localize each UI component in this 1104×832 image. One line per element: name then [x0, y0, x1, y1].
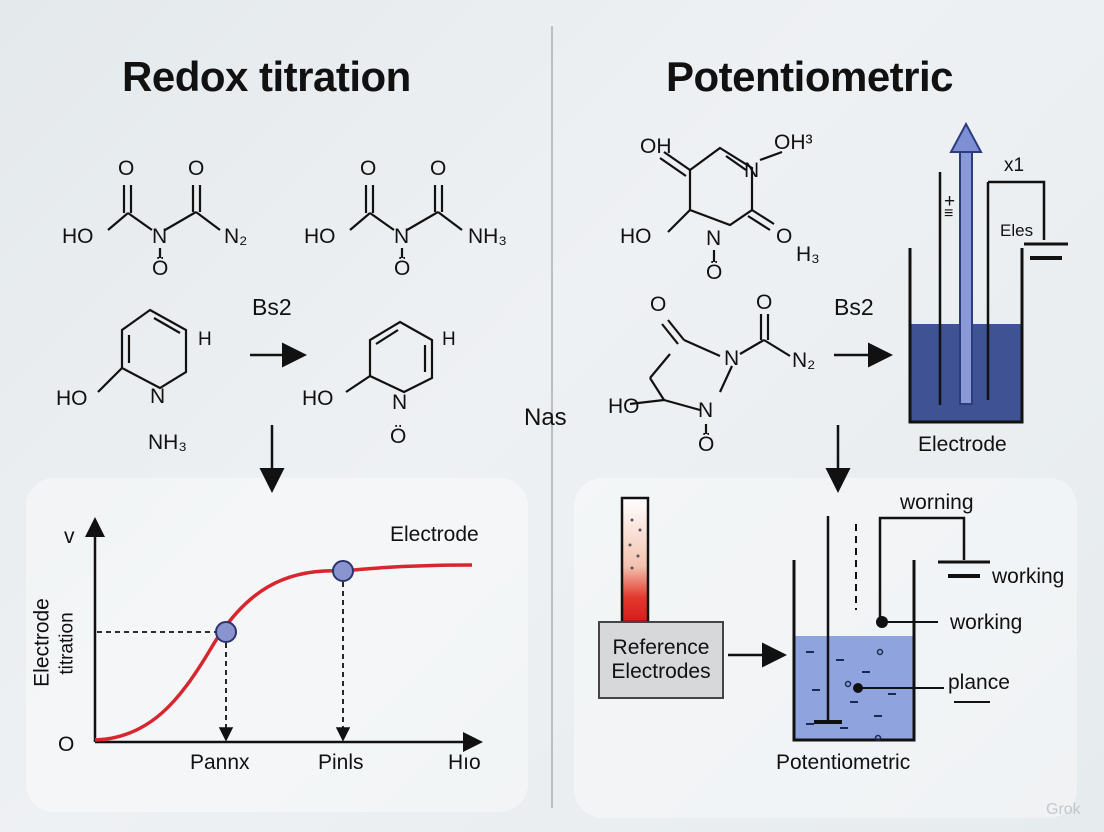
center-label: Nas	[524, 404, 567, 431]
mol1-n: N	[152, 225, 168, 248]
setup-potentiometric-label: Potentiometric	[776, 751, 911, 774]
title-redox-titration: Redox titration	[122, 53, 411, 100]
molmid-o-top-2: O	[756, 291, 773, 314]
moltop-o-bottom: Ö	[706, 261, 723, 284]
ring1-n: N	[150, 385, 166, 408]
ring-2-bonds	[345, 320, 434, 394]
mol2-o-bottom: Ö	[394, 257, 411, 280]
potentiometric-setup	[620, 496, 990, 742]
chart-x-label-2: Pinls	[318, 751, 364, 774]
reference-label-1: Reference	[612, 635, 710, 659]
mol1-ho: HO	[62, 225, 94, 248]
molmid-o-top-1: O	[650, 293, 667, 316]
setup-working-label-2: working	[950, 611, 1023, 634]
molmid-n: N	[724, 347, 740, 370]
chart-ylabel-line-1: Electrode	[30, 598, 54, 687]
mol2-n: N	[394, 225, 410, 248]
ring1-h: H	[198, 329, 212, 350]
mol1-o-bottom: Ö	[152, 257, 169, 280]
ring2-o-bottom: Ö	[390, 425, 407, 448]
ring2-n: N	[392, 391, 408, 414]
moltop-oh-left: OH	[640, 135, 672, 158]
molecule-2-bonds	[349, 185, 463, 258]
ring2-h: H	[442, 329, 456, 350]
titration-curve-electrode	[94, 563, 473, 742]
molecule-mid-bonds	[629, 314, 791, 434]
molmid-n3: N	[698, 399, 714, 422]
setup-plance-label: plance	[948, 671, 1010, 694]
chart-x-label-3: Hıo	[448, 751, 481, 774]
electrode-rod-arrowhead	[949, 121, 983, 153]
titration-chart	[85, 517, 483, 752]
ring1-nh3: NH₃	[148, 431, 187, 454]
mol2-o-top-1: O	[360, 157, 377, 180]
mol1-n2: N₂	[224, 225, 248, 248]
chart-legend-electrode: Electrode	[390, 523, 479, 546]
beaker	[792, 560, 916, 742]
mol2-o-top-2: O	[430, 157, 447, 180]
ring-1-bonds	[97, 308, 188, 393]
equivalence-point-1	[215, 621, 237, 643]
mol1-o-top-1: O	[118, 157, 135, 180]
setup-worning-label: worning	[900, 491, 974, 514]
reagent-left: Bs2	[252, 294, 292, 320]
electrode-cell	[908, 121, 1068, 424]
ring1-ho: HO	[56, 387, 88, 410]
molecule-top-bonds	[659, 146, 783, 262]
reagent-right: Bs2	[834, 294, 874, 320]
molmid-o-bottom: Ö	[698, 433, 715, 456]
title-potentiometric: Potentiometric	[666, 53, 954, 100]
moltop-n1: N	[744, 159, 760, 182]
moltop-o-right: O	[776, 225, 793, 248]
mol2-nh3: NH₃	[468, 225, 507, 248]
cell-x1-label: x1	[1004, 155, 1025, 176]
moltop-n2: N	[706, 227, 722, 250]
reference-tube	[620, 496, 650, 624]
cell-minus-sign: ≡	[944, 205, 954, 222]
electrode-rod	[959, 149, 973, 405]
chart-y-top-label: v	[64, 525, 75, 548]
reference-electrodes-box: Reference Electrodes	[598, 621, 724, 699]
chart-x-label-1: Pannx	[190, 751, 250, 774]
chart-panel	[26, 478, 528, 812]
molmid-n2: N₂	[792, 349, 816, 372]
mol2-ho: HO	[304, 225, 336, 248]
reference-label-2: Electrodes	[611, 660, 711, 683]
chart-origin-label: O	[58, 733, 75, 756]
ring2-ho: HO	[302, 387, 334, 410]
moltop-h3: H₃	[796, 243, 820, 266]
cell-eles-label: Eles	[1000, 221, 1034, 240]
cell-electrode-label: Electrode	[918, 433, 1007, 456]
setup-working-label-1: working	[992, 565, 1065, 588]
molmid-ho: HO	[608, 395, 640, 418]
moltop-ho: HO	[620, 225, 652, 248]
equivalence-point-2	[332, 560, 354, 582]
mol1-o-top-2: O	[188, 157, 205, 180]
molecule-1-bonds	[107, 185, 221, 258]
chart-ylabel-line-2: titration	[56, 612, 78, 675]
moltop-oh3: OH³	[774, 131, 813, 154]
cell-plus-sign: +	[944, 191, 956, 212]
grok-watermark: Grok	[1046, 801, 1081, 818]
